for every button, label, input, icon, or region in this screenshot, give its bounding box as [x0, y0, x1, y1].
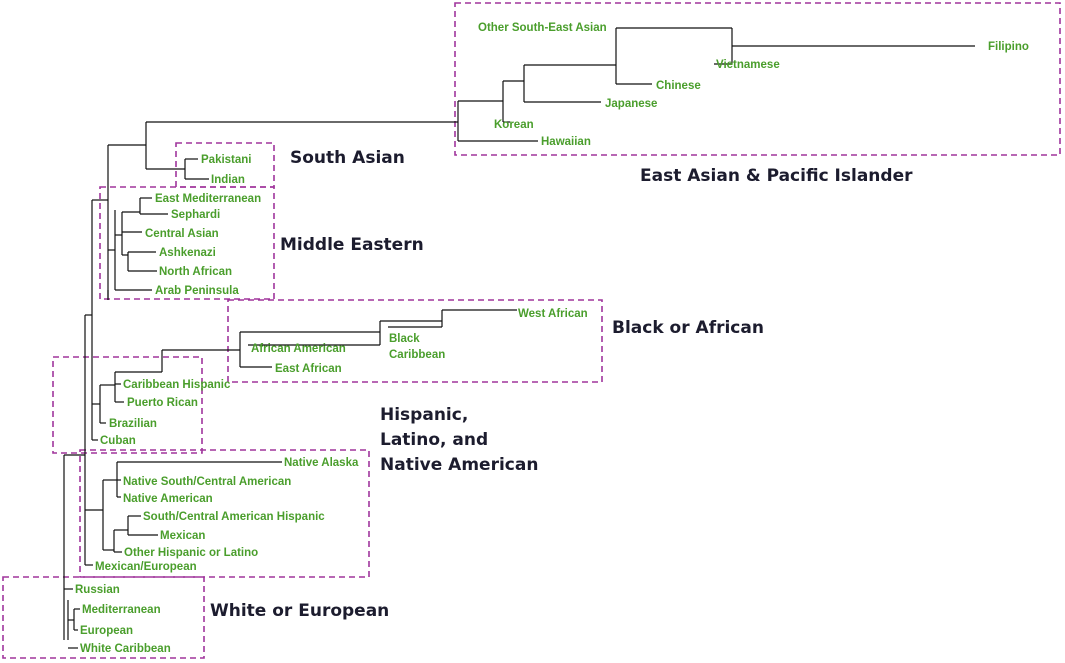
group-label-hispanic-line1: Hispanic,	[380, 405, 468, 425]
black-african-box	[227, 299, 603, 383]
leaf-filipino: Filipino	[988, 41, 1029, 53]
middle-eastern-box	[99, 186, 275, 300]
leaf-sephardi: Sephardi	[171, 209, 220, 221]
leaf-mexican-european: Mexican/European	[95, 561, 197, 573]
group-labels: South Asian East Asian & Pacific Islande…	[210, 148, 913, 621]
leaf-native-american: Native American	[123, 493, 213, 505]
leaf-caribbean-hispanic: Caribbean Hispanic	[123, 379, 231, 391]
leaf-african-american: African American	[251, 343, 346, 355]
leaf-east-mediterranean: East Mediterranean	[155, 193, 261, 205]
leaf-other-hispanic: Other Hispanic or Latino	[124, 547, 258, 559]
leaf-labels: Other South-East Asian Filipino Vietname…	[75, 22, 1029, 655]
leaf-russian: Russian	[75, 584, 120, 596]
leaf-arab-peninsula: Arab Peninsula	[155, 285, 239, 297]
leaf-ashkenazi: Ashkenazi	[159, 247, 216, 259]
leaf-black-caribbean-line1: Black	[389, 333, 420, 345]
leaf-indian: Indian	[211, 174, 245, 186]
group-label-white-european: White or European	[210, 601, 389, 621]
leaf-east-african: East African	[275, 363, 342, 375]
leaf-cuban: Cuban	[100, 435, 136, 447]
leaf-vietnamese: Vietnamese	[716, 59, 780, 71]
leaf-white-caribbean: White Caribbean	[80, 643, 171, 655]
group-label-hispanic-line2: Latino, and	[380, 430, 488, 450]
east-asian-box	[454, 2, 1061, 156]
leaf-chinese: Chinese	[656, 80, 701, 92]
leaf-mediterranean: Mediterranean	[82, 604, 161, 616]
group-label-east-asian: East Asian & Pacific Islander	[640, 166, 913, 186]
leaf-korean: Korean	[494, 119, 534, 131]
hispanic-box	[52, 356, 203, 454]
leaf-brazilian: Brazilian	[109, 418, 157, 430]
leaf-north-african: North African	[159, 266, 232, 278]
white-european-box	[2, 576, 205, 659]
leaf-hawaiian: Hawaiian	[541, 136, 591, 148]
leaf-european: European	[80, 625, 133, 637]
native-american-box	[79, 449, 370, 578]
leaf-central-asian: Central Asian	[145, 228, 219, 240]
leaf-japanese: Japanese	[605, 98, 657, 110]
tree-branches	[63, 27, 975, 649]
leaf-black-caribbean-line2: Caribbean	[389, 349, 445, 361]
group-label-black-african: Black or African	[612, 318, 764, 338]
leaf-west-african: West African	[518, 308, 588, 320]
leaf-native-alaska: Native Alaska	[284, 457, 359, 469]
leaf-puerto-rican: Puerto Rican	[127, 397, 198, 409]
leaf-mexican: Mexican	[160, 530, 205, 542]
group-label-south-asian: South Asian	[290, 148, 405, 168]
leaf-other-se-asian: Other South-East Asian	[478, 22, 607, 34]
group-label-hispanic-line3: Native American	[380, 455, 538, 475]
leaf-pakistani: Pakistani	[201, 154, 252, 166]
group-label-middle-eastern: Middle Eastern	[280, 235, 424, 255]
leaf-sc-american-hispanic: South/Central American Hispanic	[143, 511, 325, 523]
leaf-native-sc-american: Native South/Central American	[123, 476, 291, 488]
